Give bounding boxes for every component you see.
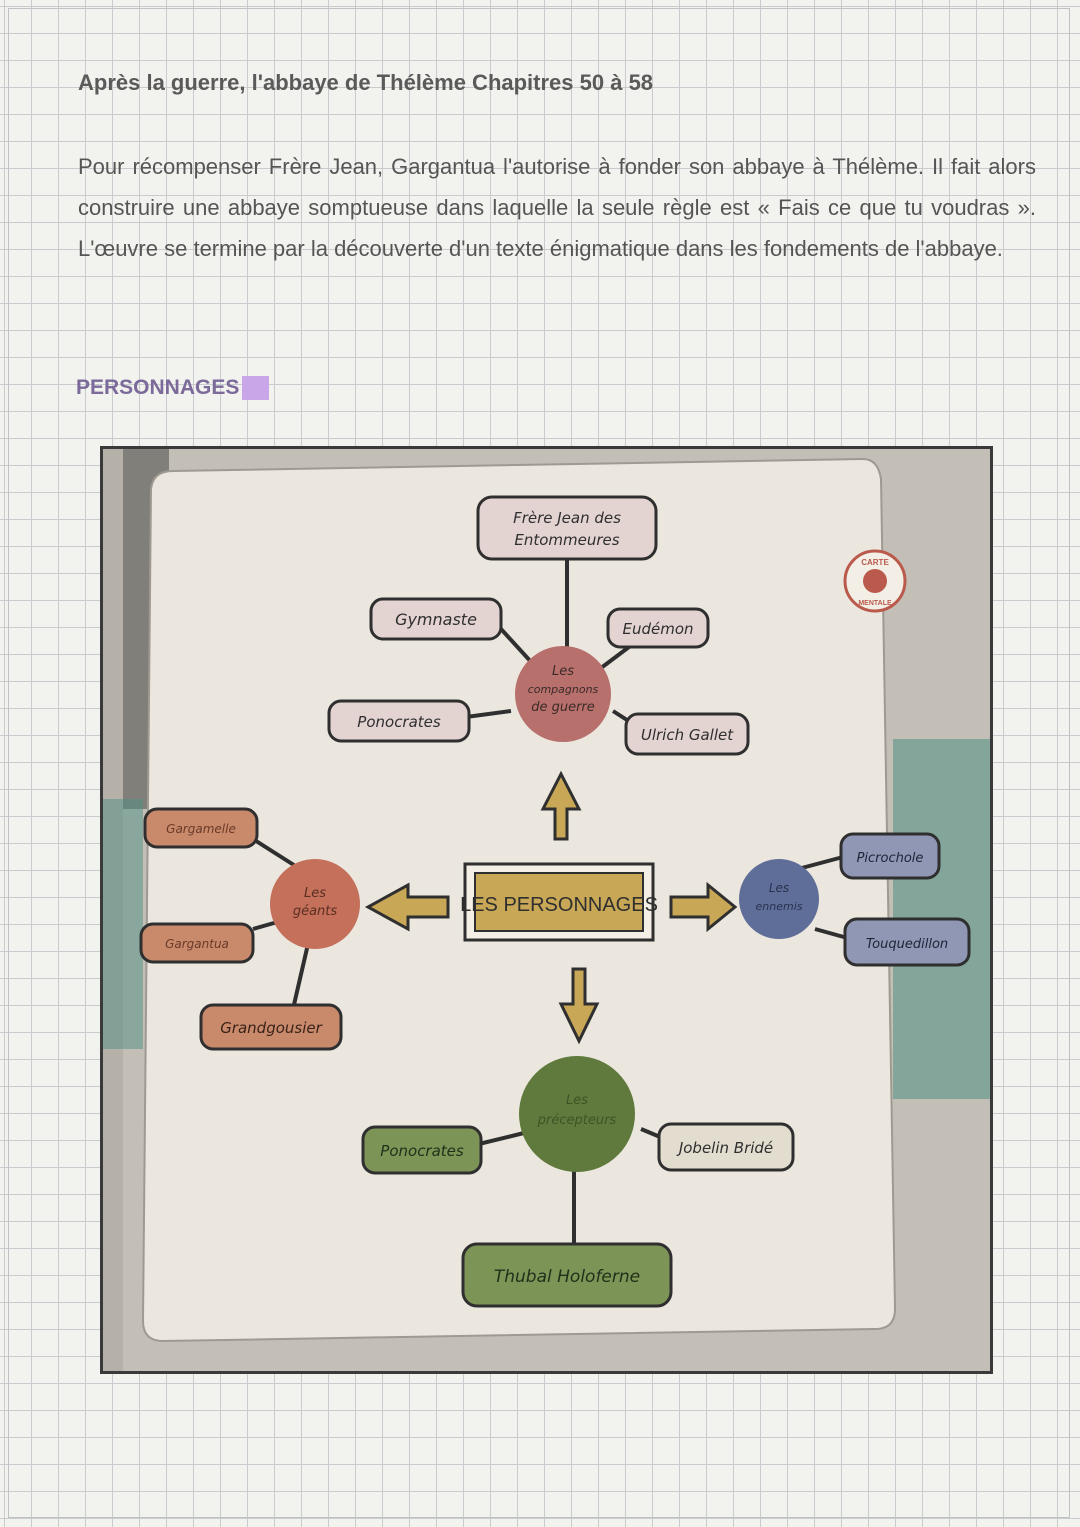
hub-compagnons-line3: de guerre [531, 700, 595, 715]
member-touquedillon: Touquedillon [866, 937, 948, 952]
arrow-left [364, 882, 450, 932]
member-ponocrates-precepteur: Ponocrates [380, 1142, 464, 1160]
mindmap-photo: CARTE MENTALE [100, 446, 993, 1374]
member-ulrich-gallet: Ulrich Gallet [641, 726, 734, 744]
center-node: LES PERSONNAGES [460, 862, 658, 942]
group-compagnons: Les compagnons de guerre Frère Jean des … [327, 495, 750, 756]
carte-mentale-badge: CARTE MENTALE [843, 549, 907, 613]
arrow-down [558, 967, 600, 1045]
member-gymnaste: Gymnaste [395, 610, 477, 629]
badge-line2: MENTALE [858, 600, 892, 607]
arrow-up [540, 770, 582, 841]
member-jobelin-bride: Jobelin Bridé [676, 1139, 773, 1157]
hub-ennemis-line2: ennemis [756, 900, 803, 913]
center-label: LES PERSONNAGES [460, 894, 658, 916]
hub-geants-line1: Les [304, 886, 326, 901]
page-title: Après la guerre, l'abbaye de Thélème Cha… [78, 70, 654, 95]
member-ponocrates-compagnon: Ponocrates [357, 713, 441, 731]
hub-compagnons-line1: Les [552, 664, 574, 679]
group-geants: Les géants Gargamelle Gargantua Grandgou… [139, 807, 360, 1051]
mindmap-diagram: CARTE MENTALE [103, 449, 990, 1371]
hub-compagnons-line2: compagnons [528, 683, 599, 696]
member-gargantua: Gargantua [165, 937, 229, 951]
notebook-page [8, 8, 1070, 1518]
member-grandgousier: Grandgousier [220, 1019, 322, 1037]
hub-ennemis-line1: Les [769, 881, 789, 895]
member-frere-jean-line2: Entommeures [514, 531, 619, 549]
arrows [364, 770, 738, 1045]
group-ennemis: Les ennemis Picrochole Touquedillon [739, 832, 971, 967]
member-eudemon: Eudémon [622, 620, 693, 638]
hub-precepteurs-line1: Les [566, 1093, 588, 1108]
member-thubal-holoferne: Thubal Holoferne [494, 1267, 640, 1287]
hub-precepteurs-line2: précepteurs [537, 1113, 617, 1128]
member-gargamelle: Gargamelle [166, 822, 236, 836]
member-picrochole: Picrochole [857, 851, 924, 866]
section-heading: PERSONNAGES [76, 376, 270, 400]
member-frere-jean-line1: Frère Jean des [513, 509, 621, 527]
badge-line1: CARTE [861, 558, 889, 567]
intro-paragraph: Pour récompenser Frère Jean, Gargantua l… [78, 154, 1036, 261]
arrow-right [669, 881, 738, 933]
group-precepteurs: Les précepteurs Ponocrates Jobelin Bridé… [361, 1056, 795, 1308]
hub-geants-line2: géants [293, 904, 338, 919]
